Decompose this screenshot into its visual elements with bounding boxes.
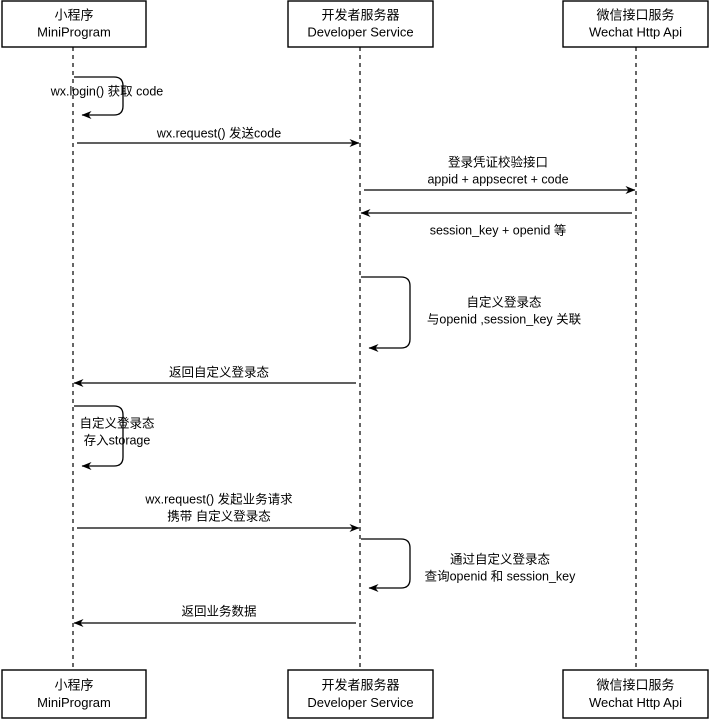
message-label: 登录凭证校验接口: [448, 154, 548, 169]
message-label: appid + appsecret + code: [427, 172, 568, 186]
self-message-arrow: [74, 405, 124, 470]
message-label: 与openid ,session_key 关联: [427, 312, 582, 326]
actor-label-en: MiniProgram: [37, 695, 111, 710]
actor-label-en: Wechat Http Api: [589, 25, 682, 40]
actor-top-developer-service[interactable]: 开发者服务器 Developer Service: [287, 0, 434, 48]
self-message-arrow: [74, 76, 124, 119]
actor-box-shape: [1, 0, 147, 48]
message-label: 查询openid 和 session_key: [425, 569, 577, 583]
actor-bottom-wechat-http-api[interactable]: 微信接口服务 Wechat Http Api: [562, 669, 709, 719]
actor-label-cn: 微信接口服务: [596, 8, 674, 23]
actor-top-miniprogram[interactable]: 小程序 MiniProgram: [1, 0, 147, 48]
actor-box-shape: [562, 0, 709, 48]
message-label: 通过自定义登录态: [450, 551, 550, 566]
self-message-arrow: [361, 538, 411, 592]
message-label: 返回业务数据: [181, 603, 256, 618]
actor-box-shape: [562, 669, 709, 719]
actor-label-en: Developer Service: [307, 695, 413, 710]
message-label: 自定义登录态: [79, 415, 154, 430]
messages-layer: wx.login() 获取 code wx.request() 发送code 登录凭…: [50, 76, 636, 627]
actor-box-shape: [1, 669, 147, 719]
actor-label-cn: 微信接口服务: [596, 677, 674, 692]
actor-label-cn: 开发者服务器: [321, 8, 399, 23]
msg-session-key-openid[interactable]: session_key + openid 等: [360, 209, 632, 237]
message-label: 自定义登录态: [466, 294, 541, 309]
actor-bottom-miniprogram[interactable]: 小程序 MiniProgram: [1, 669, 147, 719]
self-message-arrow: [361, 276, 411, 352]
msg-return-business-data[interactable]: 返回业务数据: [73, 603, 356, 627]
message-label: wx.request() 发送code: [156, 125, 281, 140]
actor-label-en: Developer Service: [307, 25, 413, 40]
msg-wx-request-code[interactable]: wx.request() 发送code: [77, 125, 360, 147]
actor-box-shape: [287, 669, 434, 719]
actor-label-cn: 小程序: [54, 677, 93, 692]
msg-login-verify[interactable]: 登录凭证校验接口 appid + appsecret + code: [364, 154, 636, 194]
message-label: wx.request() 发起业务请求: [144, 491, 293, 506]
actor-label-cn: 开发者服务器: [321, 677, 399, 692]
message-label: 存入storage: [84, 433, 151, 447]
message-label: 返回自定义登录态: [169, 364, 269, 379]
msg-return-custom-login-state[interactable]: 返回自定义登录态: [73, 364, 356, 387]
msg-wx-login[interactable]: wx.login() 获取 code: [50, 76, 164, 119]
message-label: wx.login() 获取 code: [50, 84, 164, 98]
actor-label-en: Wechat Http Api: [589, 695, 682, 710]
actor-label-en: MiniProgram: [37, 25, 111, 40]
message-label: 携带 自定义登录态: [167, 508, 270, 523]
actor-box-shape: [287, 0, 434, 48]
actor-label-cn: 小程序: [54, 8, 93, 23]
message-label: session_key + openid 等: [430, 222, 567, 237]
actor-bottom-developer-service[interactable]: 开发者服务器 Developer Service: [287, 669, 434, 719]
actor-top-wechat-http-api[interactable]: 微信接口服务 Wechat Http Api: [562, 0, 709, 48]
